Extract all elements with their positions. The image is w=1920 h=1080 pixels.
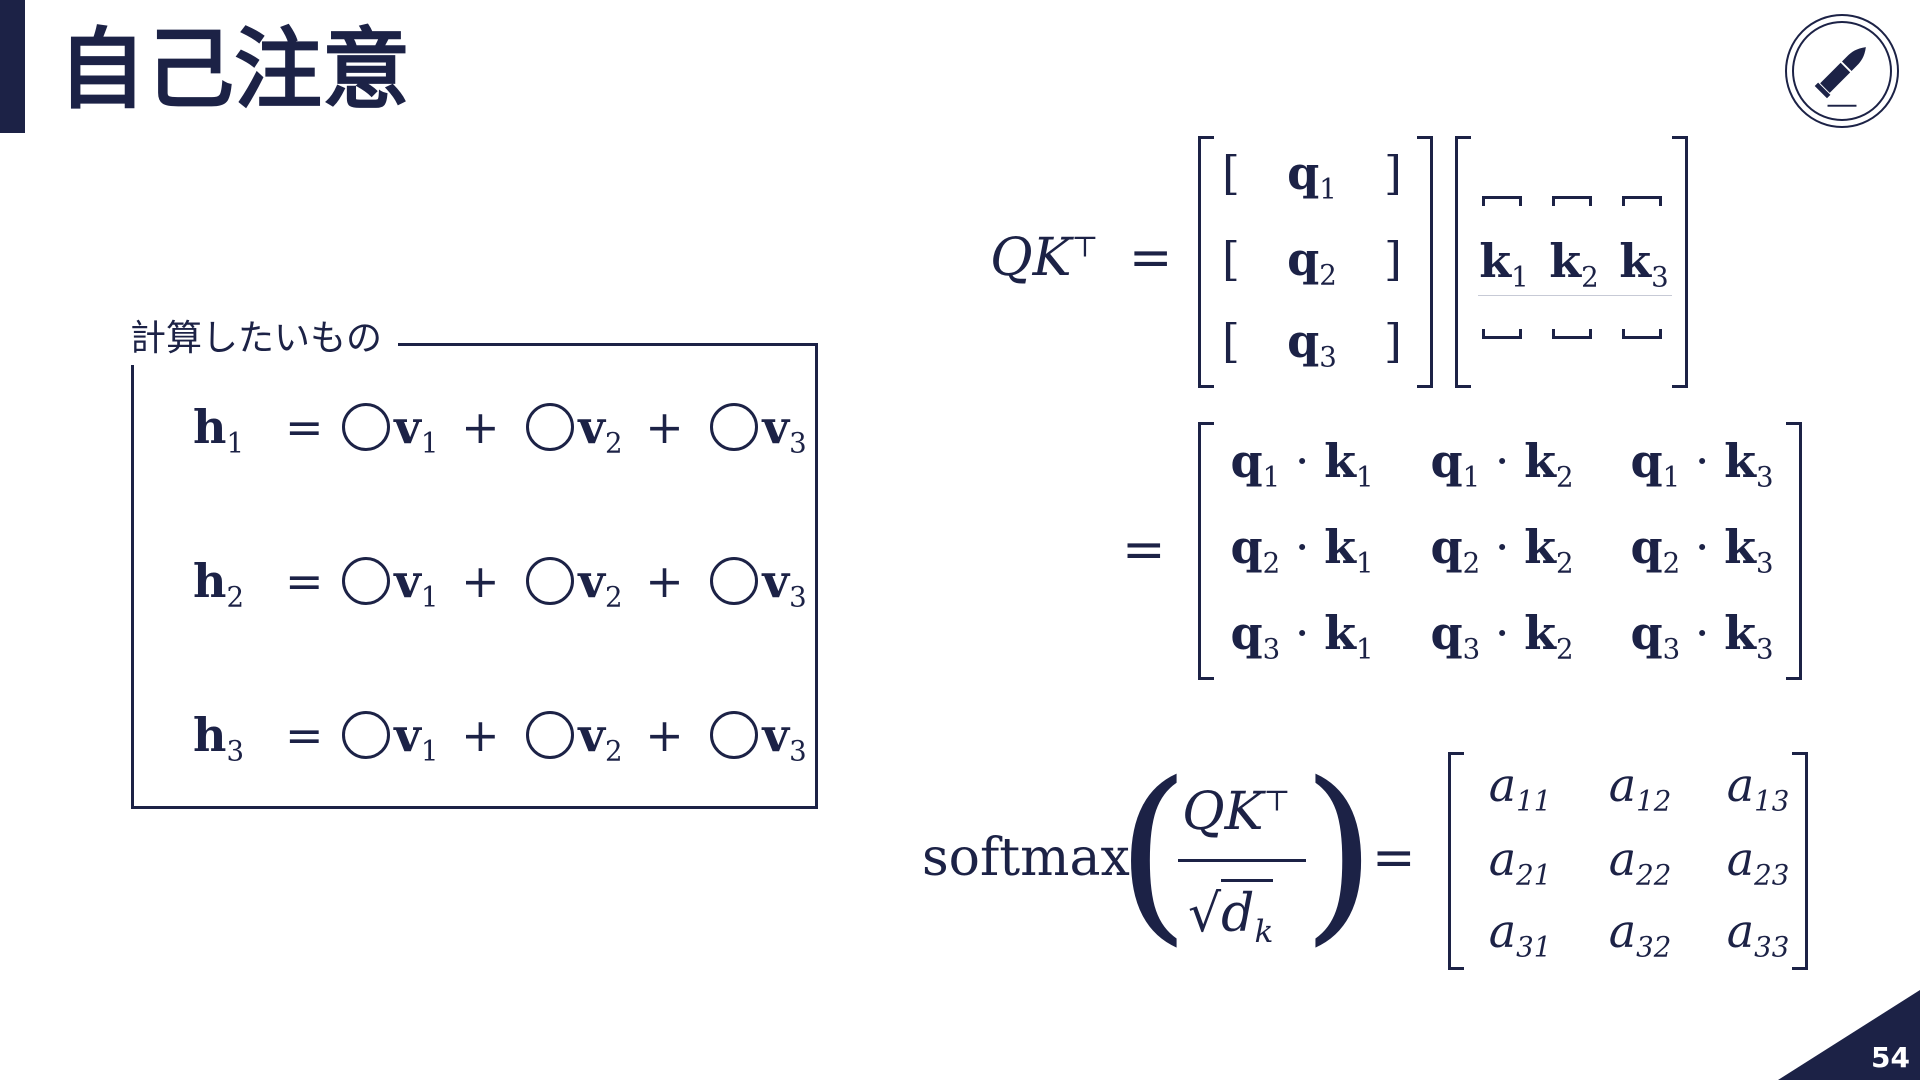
- k-col-2: k2: [1549, 234, 1599, 294]
- dot-cell-3-1: q3 · k1: [1230, 606, 1374, 666]
- slide-title: 自己注意: [58, 18, 411, 121]
- dot-cell-1-1: q1 · k1: [1230, 434, 1374, 494]
- tick: [1622, 196, 1625, 206]
- a-cell-2-2: a22: [1608, 832, 1672, 892]
- a-cell-3-2: a32: [1608, 904, 1672, 964]
- softmax-equals: =: [1372, 828, 1416, 888]
- dot-cell-2-2: q2 · k2: [1430, 520, 1574, 580]
- dot-cell-1-3: q1 · k3: [1630, 434, 1774, 494]
- dot-cell-2-1: q2 · k1: [1230, 520, 1374, 580]
- a-cell-1-2: a12: [1608, 758, 1672, 818]
- weight-placeholder-circle: [342, 711, 391, 759]
- equals-sign: =: [285, 400, 324, 454]
- tick: [1589, 329, 1592, 339]
- k-col-3: k3: [1619, 234, 1669, 294]
- weight-placeholder-circle: [710, 403, 759, 451]
- plus-sign: +: [461, 708, 500, 762]
- plus-sign: +: [645, 400, 684, 454]
- weight-placeholder-circle: [526, 403, 575, 451]
- dot-matrix-equals: =: [1122, 520, 1166, 580]
- logo-inner-ring: [1792, 21, 1892, 121]
- tick: [1482, 329, 1485, 339]
- lhs-h1: h1: [193, 400, 245, 460]
- softmax-close-paren: ): [1302, 742, 1377, 963]
- attention-matrix-right-bracket: [1792, 752, 1808, 970]
- equals-sign: =: [285, 708, 324, 762]
- k2-bottom-bar: [1552, 336, 1592, 339]
- page-corner-triangle: [1778, 990, 1920, 1080]
- plus-sign: +: [645, 554, 684, 608]
- a-cell-3-1: a31: [1488, 904, 1552, 964]
- dot-cell-2-3: q2 · k3: [1630, 520, 1774, 580]
- tick: [1519, 329, 1522, 339]
- weight-placeholder-circle: [342, 557, 391, 605]
- tick: [1552, 196, 1555, 206]
- rhs-row-2: = v1 + v2 + v3: [285, 554, 807, 614]
- target-box-label: 計算したいもの: [128, 313, 399, 365]
- tick: [1482, 196, 1485, 206]
- a-cell-2-3: a23: [1726, 832, 1790, 892]
- q-matrix-right-bracket: [1417, 136, 1433, 388]
- rhs-row-1: = v1 + v2 + v3: [285, 400, 807, 460]
- weight-placeholder-circle: [710, 711, 759, 759]
- softmax-func: softmax: [922, 828, 1130, 888]
- softmax-numerator: QK⊤: [1182, 782, 1291, 842]
- lhs-h3: h3: [193, 708, 245, 768]
- dot-matrix-right-bracket: [1786, 422, 1802, 680]
- q-row-2: [ q2 ]: [1222, 232, 1402, 292]
- k1-bottom-bar: [1482, 336, 1522, 339]
- k-matrix-right-bracket: [1672, 136, 1688, 388]
- k-col-1: k1: [1479, 234, 1529, 294]
- a-cell-2-1: a21: [1488, 832, 1552, 892]
- weight-placeholder-circle: [526, 711, 575, 759]
- dot-cell-1-2: q1 · k2: [1430, 434, 1574, 494]
- q-matrix-left-bracket: [1198, 136, 1214, 388]
- sqrt-sign: √: [1188, 884, 1222, 944]
- plus-sign: +: [461, 400, 500, 454]
- k3-top-bar: [1622, 196, 1662, 199]
- page-number: 54: [1871, 1041, 1910, 1074]
- target-box-frame: [131, 343, 818, 809]
- attention-matrix-left-bracket: [1448, 752, 1464, 970]
- q-row-1: [ q1 ]: [1222, 146, 1402, 206]
- bullet-icon-graphic: [1814, 47, 1866, 107]
- plus-sign: +: [461, 554, 500, 608]
- a-cell-1-3: a13: [1726, 758, 1790, 818]
- q-row-3: [ q3 ]: [1222, 314, 1402, 374]
- dot-cell-3-2: q3 · k2: [1430, 606, 1574, 666]
- tick: [1659, 196, 1662, 206]
- softmax-fraction-bar: [1178, 859, 1306, 862]
- bullet-icon: [1785, 14, 1899, 128]
- softmax-open-paren: (: [1116, 742, 1191, 963]
- rhs-row-3: = v1 + v2 + v3: [285, 708, 807, 768]
- dot-matrix-left-bracket: [1198, 422, 1214, 680]
- dot-cell-3-3: q3 · k3: [1630, 606, 1774, 666]
- k3-bottom-bar: [1622, 336, 1662, 339]
- qk-lhs: QK⊤ =: [990, 228, 1173, 288]
- weight-placeholder-circle: [342, 403, 391, 451]
- tick: [1622, 329, 1625, 339]
- lhs-h2: h2: [193, 554, 245, 614]
- tick: [1519, 196, 1522, 206]
- plus-sign: +: [645, 708, 684, 762]
- tick: [1552, 329, 1555, 339]
- k1-top-bar: [1482, 196, 1522, 199]
- tick: [1659, 329, 1662, 339]
- softmax-denominator: √dk: [1188, 879, 1274, 948]
- equals-sign: =: [285, 554, 324, 608]
- k2-top-bar: [1552, 196, 1592, 199]
- a-cell-1-1: a11: [1488, 758, 1552, 818]
- k-row-divider: [1478, 295, 1672, 296]
- weight-placeholder-circle: [710, 557, 759, 605]
- tick: [1589, 196, 1592, 206]
- k-matrix-left-bracket: [1455, 136, 1471, 388]
- a-cell-3-3: a33: [1726, 904, 1790, 964]
- title-accent-bar: [0, 0, 25, 133]
- weight-placeholder-circle: [526, 557, 575, 605]
